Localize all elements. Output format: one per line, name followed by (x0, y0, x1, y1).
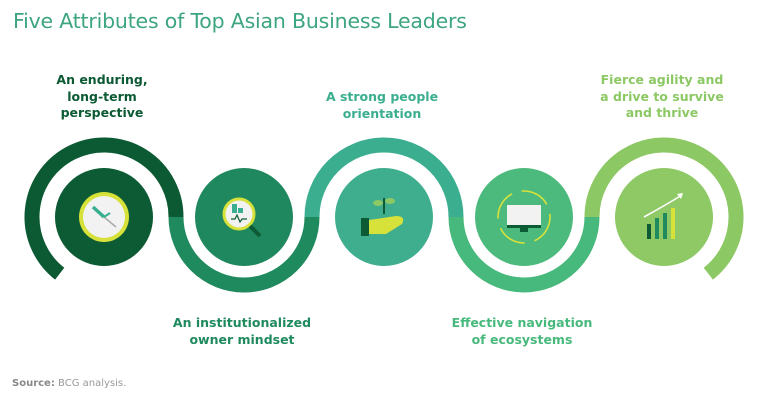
label-line: orientation (342, 105, 422, 121)
ring-1 (24, 137, 184, 280)
hand-sprout-icon (361, 198, 404, 236)
label-line: Effective navigation (451, 315, 593, 330)
attribute-label-3: A strong people orientation (292, 89, 472, 122)
magnifier-chart-icon (222, 197, 262, 238)
label-line: An institutionalized (172, 315, 312, 330)
source-label: Source: (12, 378, 55, 389)
label-line: and thrive (625, 105, 699, 120)
attribute-label-5: Fierce agility and a drive to survive an… (572, 72, 752, 122)
label-line: long-term (67, 88, 137, 104)
clock-icon (79, 192, 129, 242)
ring-2 (168, 216, 320, 293)
label-line: a drive to survive (600, 88, 724, 104)
label-line: A strong people (325, 89, 439, 104)
source-text: BCG analysis. (58, 378, 127, 389)
growth-chart-icon (643, 193, 683, 239)
attribute-label-2: An institutionalized owner mindset (152, 315, 332, 348)
ring-3 (304, 137, 464, 218)
label-line: An enduring, (56, 72, 148, 87)
label-line: owner mindset (189, 331, 295, 347)
monitor-cycle-icon (497, 190, 551, 244)
circle-3 (335, 168, 433, 266)
source-note: Source: BCG analysis. (12, 378, 126, 389)
label-line: of ecosystems (471, 331, 573, 347)
label-line: Fierce agility and (600, 72, 724, 87)
page-title: Five Attributes of Top Asian Business Le… (13, 9, 467, 33)
attribute-label-4: Effective navigation of ecosystems (432, 315, 612, 348)
label-line: perspective (60, 105, 144, 120)
ring-5 (584, 137, 744, 280)
attribute-label-1: An enduring, long-term perspective (12, 72, 192, 122)
ring-4 (448, 216, 600, 293)
